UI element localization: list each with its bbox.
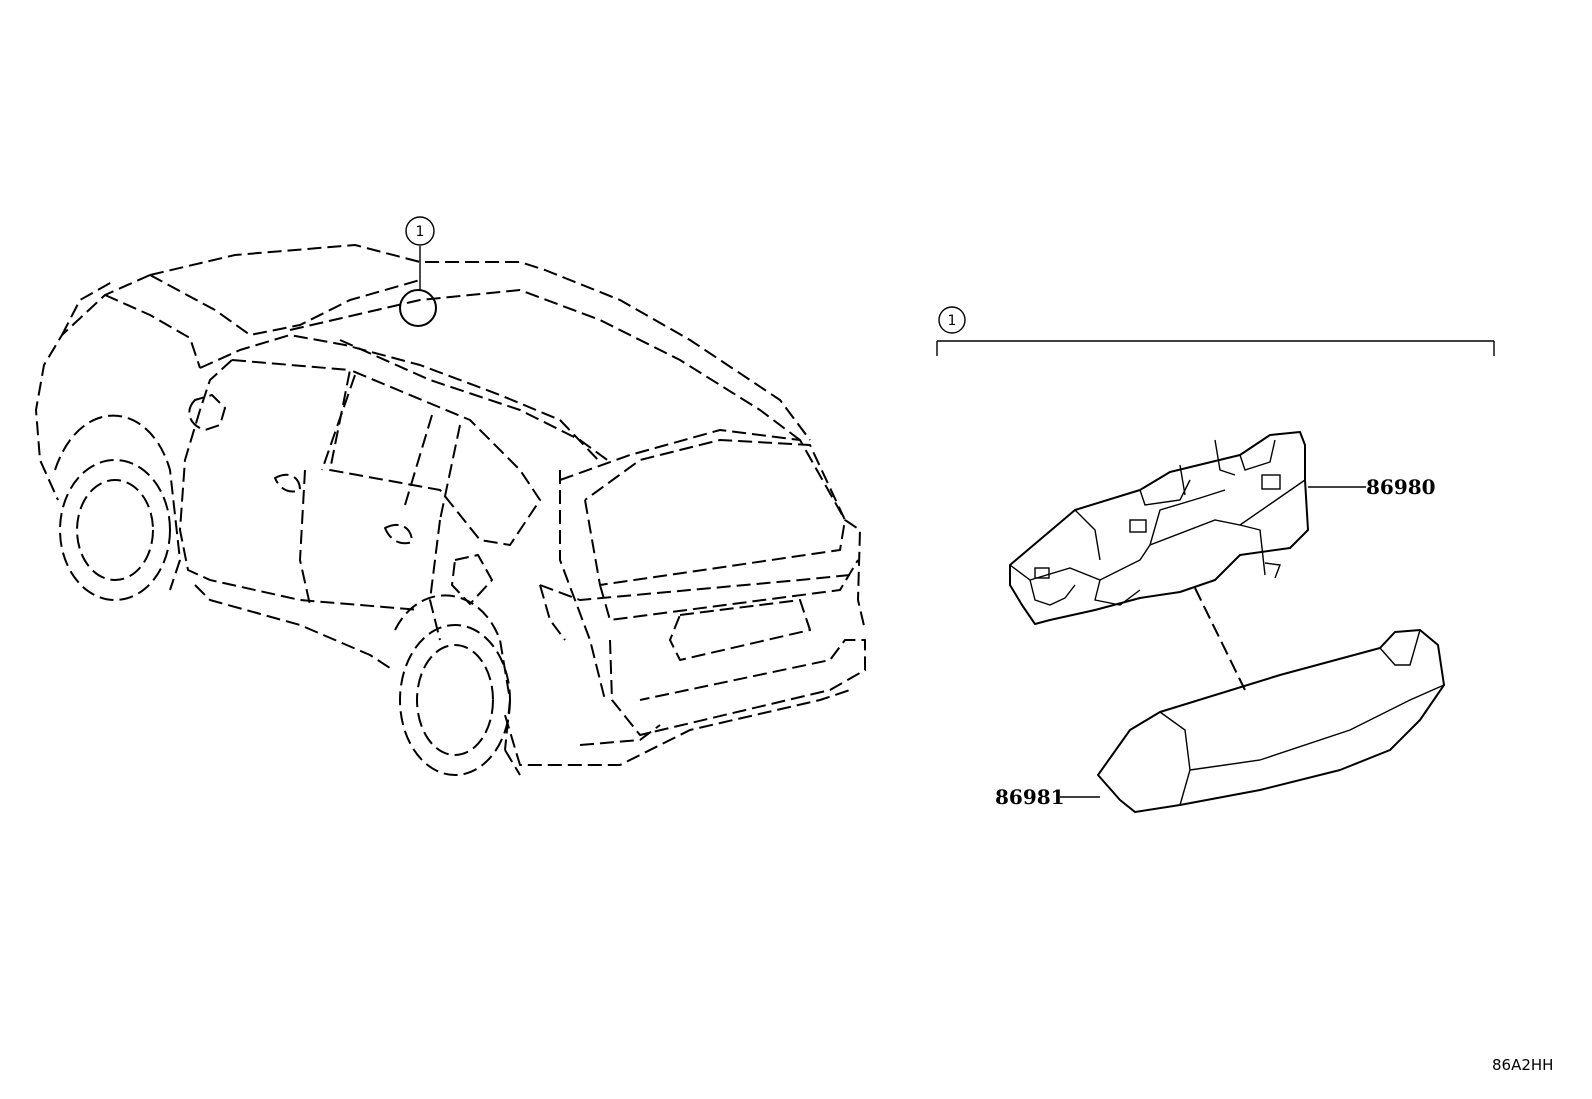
assembly-callout-number: 1 xyxy=(948,313,957,329)
roof-location-marker xyxy=(399,289,437,327)
cover-illustration xyxy=(1097,629,1445,813)
assembly-bracket: 1 xyxy=(936,306,1495,356)
figure-code: 86A2HH xyxy=(1492,1056,1553,1074)
vehicle-illustration xyxy=(35,244,866,776)
part-number-86981: 86981 xyxy=(995,785,1065,809)
assembly-guide-line xyxy=(1194,587,1246,691)
vehicle-callout-number: 1 xyxy=(416,224,425,240)
camera-unit-illustration xyxy=(1009,431,1309,625)
vehicle-callout: 1 xyxy=(405,216,435,246)
part-number-86980: 86980 xyxy=(1366,475,1436,499)
